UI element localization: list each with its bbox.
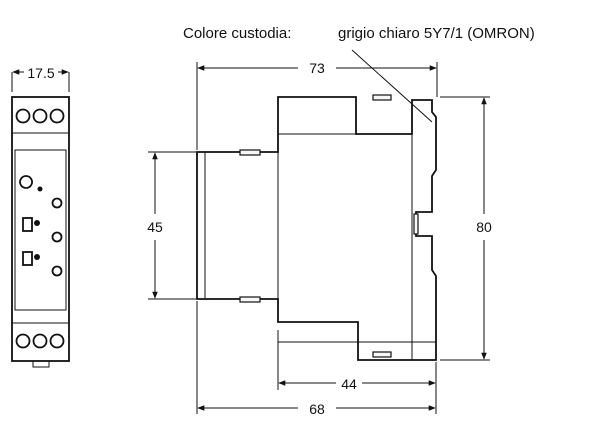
- din-rail-slot: [413, 213, 419, 235]
- time-dial-icon: [19, 175, 33, 189]
- top-terminal-screw-3: [49, 108, 65, 124]
- indicator-led: [37, 186, 43, 192]
- dim45-value: 45: [147, 219, 163, 235]
- top-terminal-screw-1: [15, 108, 31, 124]
- case-color-value: grigio chiaro 5Y7/1 (OMRON): [338, 25, 535, 42]
- side-view: [196, 94, 437, 361]
- dim68-value: 68: [309, 401, 325, 417]
- range-selector-1: [22, 217, 33, 232]
- din-clip-foot: [32, 360, 50, 368]
- selector-dot-1: [34, 220, 40, 226]
- bottom-terminal-screw-1: [15, 333, 31, 349]
- selector-dot-2: [34, 254, 40, 260]
- front-width-value: 17.5: [27, 65, 54, 81]
- dim80-value: 80: [476, 219, 492, 235]
- bottom-latch-tab: [239, 296, 261, 303]
- dim73-value: 73: [309, 60, 325, 76]
- adjust-knob-1: [51, 197, 63, 209]
- bottom-terminal-tab: [372, 351, 392, 358]
- adjust-knob-2: [51, 231, 63, 243]
- top-terminal-tab: [372, 94, 392, 101]
- top-terminal-block: [11, 96, 70, 134]
- bottom-terminal-screw-3: [49, 333, 65, 349]
- top-latch-tab: [239, 149, 261, 156]
- front-faceplate: [14, 149, 67, 311]
- range-selector-2: [22, 251, 33, 266]
- top-terminal-screw-2: [32, 108, 48, 124]
- case-color-leader-line: [351, 49, 433, 123]
- front-body-outline: [11, 96, 70, 362]
- bottom-terminal-block: [11, 322, 70, 362]
- adjust-knob-3: [51, 265, 63, 277]
- bottom-terminal-screw-2: [32, 333, 48, 349]
- front-view: 17.5: [11, 65, 70, 368]
- case-color-label: Colore custodia:: [183, 25, 291, 42]
- side-profile-outline: [196, 96, 437, 361]
- dim44-value: 44: [341, 376, 357, 392]
